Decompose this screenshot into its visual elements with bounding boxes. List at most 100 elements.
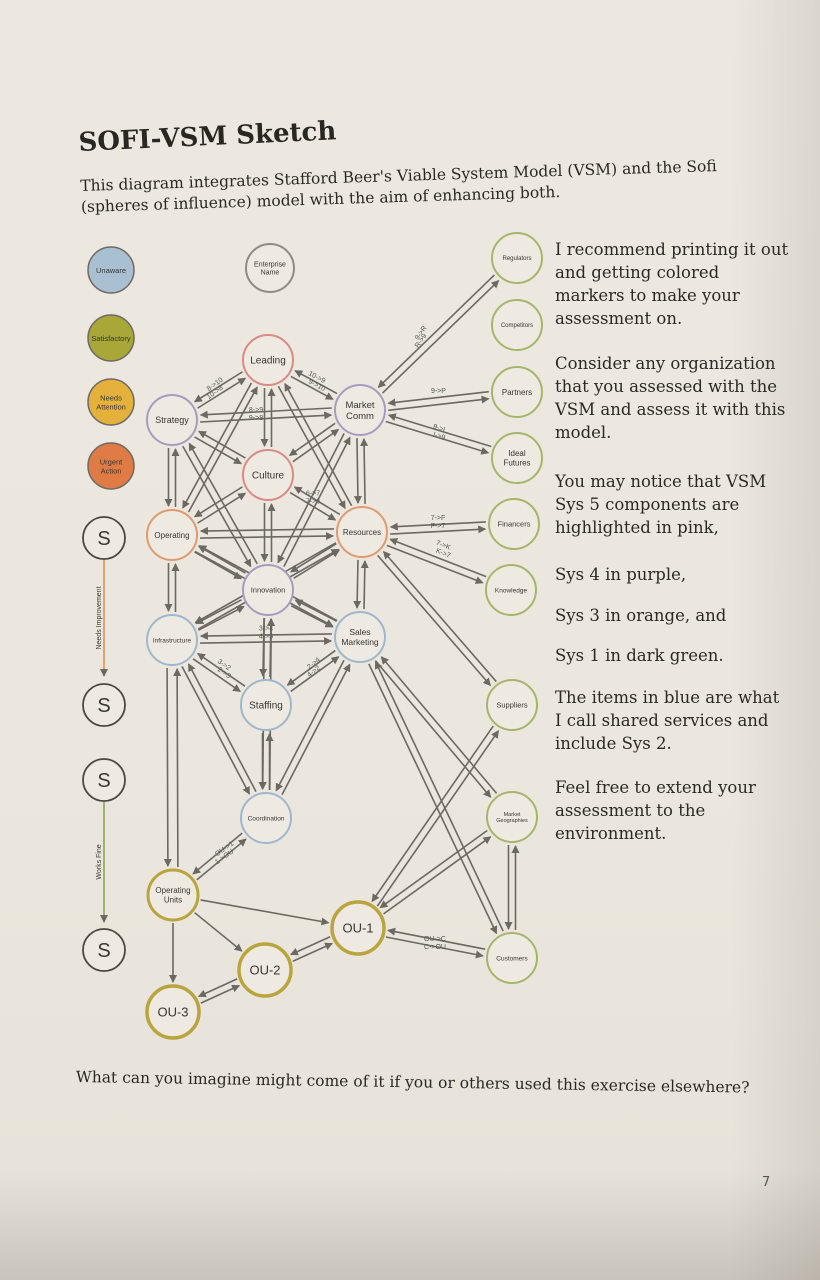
node-label: Partners	[502, 388, 532, 397]
node-ou3: OU-3	[145, 984, 201, 1040]
scale-circle: S	[82, 516, 126, 560]
node-customers: Customers	[486, 932, 538, 984]
node-label: Comm	[346, 411, 374, 422]
arrow-opunits-to-ou1	[200, 899, 330, 926]
arrow-market-to-partners	[388, 395, 490, 412]
diagram-arrows	[163, 274, 520, 1004]
side-note-shared: The items in blue are what I call shared…	[555, 686, 790, 755]
color-legend: UnawareSatisfactoryNeedsAttentionUrgentA…	[87, 246, 135, 490]
node-label: Knowledge	[495, 587, 528, 594]
node-competitors: Competitors	[491, 299, 543, 351]
node-ou2: OU-2	[237, 942, 293, 998]
arrow-ou3-to-ou2	[200, 984, 241, 1004]
arrow-staffing-to-infrastructure	[197, 652, 246, 687]
arrow-strategy-to-culture	[194, 436, 242, 465]
arrow-ou1-to-suppliers	[376, 730, 500, 907]
scale-symbol: S	[97, 770, 110, 792]
arrow-sales-to-staffing	[286, 649, 336, 686]
arrow-operating-to-innovation	[194, 551, 242, 580]
arrow-market-to-leading	[294, 370, 338, 395]
side-paragraph: I recommend printing it out and getting …	[555, 240, 789, 328]
arrow-leading-to-strategy	[193, 371, 243, 403]
arrow-customers-to-sales	[374, 660, 504, 932]
node-leading: Leading	[242, 334, 294, 386]
legend-item: Satisfactory	[87, 314, 135, 362]
arrow-operating-to-resources	[200, 532, 335, 541]
arrow-resources-to-leading	[284, 382, 353, 507]
node-label: Sales	[349, 627, 370, 637]
side-note-extend: Feel free to extend your assessment to t…	[555, 776, 790, 845]
scale-circle: S	[82, 683, 126, 727]
arrow-culture-to-strategy	[198, 430, 246, 459]
legend-label: Attention	[96, 403, 126, 412]
node-label: Staffing	[249, 701, 283, 712]
node-financers: Financers	[488, 498, 540, 550]
arrow-strategy-to-market	[200, 411, 333, 423]
node-label: Resources	[343, 528, 381, 537]
arrow-market-to-innovation	[277, 432, 345, 564]
node-strategy: Strategy	[146, 394, 198, 446]
arrow-culture-to-resources	[289, 491, 337, 521]
arrow-innovation-to-market	[283, 436, 351, 568]
arrow-ou2-to-ou1	[292, 942, 334, 962]
diagram-nodes: EnterpriseNameLeadingStrategyMarketCommC…	[145, 232, 543, 1040]
arrow-resources-to-market	[360, 437, 369, 504]
arrow-operating-to-leading	[187, 386, 258, 513]
arrow-resources-to-financers	[390, 525, 487, 535]
edge-label-res-fin: F->7	[431, 523, 446, 530]
node-coordination: Coordination	[240, 792, 292, 844]
node-suppliers: Suppliers	[486, 679, 538, 731]
side-paragraph: Sys 1 in dark green.	[555, 646, 724, 665]
arrow-suppliers-to-ou1	[371, 725, 494, 903]
side-note-sys4: Sys 4 in purple,	[555, 563, 790, 586]
arrow-customers-to-ou1	[387, 927, 486, 950]
arrow-sales-to-coordination	[275, 659, 345, 792]
side-note-sys1: Sys 1 in dark green.	[555, 644, 790, 667]
arrow-infrastructure-to-innovation	[198, 605, 245, 631]
arrow-resources-to-knowledge	[386, 544, 484, 584]
node-label: Competitors	[501, 323, 533, 329]
arrow-leading-to-operating	[182, 382, 253, 509]
node-knowledge: Knowledge	[485, 564, 537, 616]
scale-circle: S	[82, 928, 126, 972]
side-paragraph: Sys 3 in orange, and	[555, 606, 727, 625]
scale-circle: S	[82, 758, 126, 802]
scale-label-works-fine: Works Fine	[96, 844, 103, 879]
node-label: Units	[164, 895, 182, 904]
arrow-opunits-to-coordination	[196, 838, 247, 881]
arrow-staffing-to-sales	[290, 656, 340, 693]
arrow-coordination-to-sales	[281, 663, 351, 796]
node-label: OU-1	[342, 921, 373, 936]
legend-label: Urgent	[100, 458, 123, 467]
node-partners: Partners	[491, 366, 543, 418]
side-paragraph: Sys 4 in purple,	[555, 565, 687, 584]
node-label: Futures	[503, 458, 530, 467]
side-paragraph: The items in blue are what I call shared…	[555, 688, 780, 753]
scale-label-needs-improvement: Needs Improvement	[96, 586, 103, 649]
arrow-leading-to-resources	[277, 385, 346, 510]
arrow-culture-to-operating	[193, 486, 243, 518]
side-note-printing: I recommend printing it out and getting …	[555, 238, 790, 330]
node-label: Geographies	[496, 818, 528, 824]
arrow-opunits-to-ou2	[194, 912, 243, 952]
arrow-geographies-to-ou1	[379, 829, 488, 909]
arrow-resources-to-innovation	[289, 543, 337, 573]
arrow-futures-to-market	[387, 413, 492, 448]
node-operating: Operating	[146, 509, 198, 561]
legend-label: Needs	[100, 394, 122, 403]
node-label: OU-2	[249, 963, 280, 978]
node-staffing: Staffing	[240, 679, 292, 731]
scale-symbol: S	[97, 528, 110, 550]
arrow-resources-to-sales	[353, 559, 362, 609]
edge-label-market-partners: 9->P	[431, 388, 446, 395]
node-label: Operating	[154, 531, 189, 540]
arrow-financers-to-resources	[389, 521, 486, 531]
